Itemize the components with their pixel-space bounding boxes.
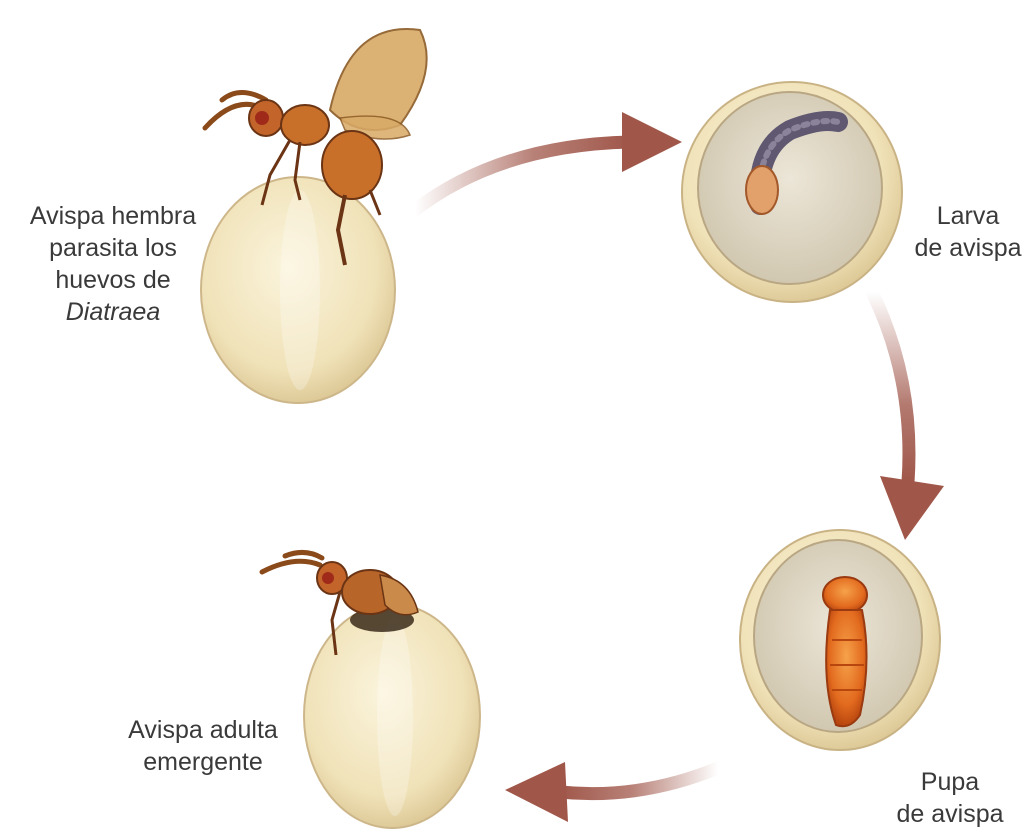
cycle-arrow-icon [872, 292, 944, 540]
egg-icon [682, 82, 902, 302]
stage-label-larva: Larva de avispa [908, 200, 1028, 264]
stage-label-line: emergente [108, 746, 298, 778]
stage-label-species: Diatraea [8, 296, 218, 328]
egg-icon [201, 177, 395, 403]
stage-label-line: de avispa [908, 232, 1028, 264]
cycle-arrow-icon [415, 112, 682, 210]
cycle-arrow-icon [505, 762, 718, 822]
pupa-icon [823, 577, 867, 726]
stage-label-line: Pupa [880, 766, 1020, 798]
stage-label-pupa: Pupa de avispa [880, 766, 1020, 830]
stage-label-line: Avispa adulta [108, 714, 298, 746]
stage-label-line: Larva [908, 200, 1028, 232]
egg-icon [304, 604, 480, 828]
stage-label-female: Avispa hembra parasita los huevos de Dia… [8, 200, 218, 328]
stage-label-line: Avispa hembra [8, 200, 218, 232]
stage-label-adult: Avispa adulta emergente [108, 714, 298, 778]
stage-label-line: parasita los [8, 232, 218, 264]
stage-label-line: huevos de [8, 264, 218, 296]
stage-label-line: de avispa [880, 798, 1020, 830]
